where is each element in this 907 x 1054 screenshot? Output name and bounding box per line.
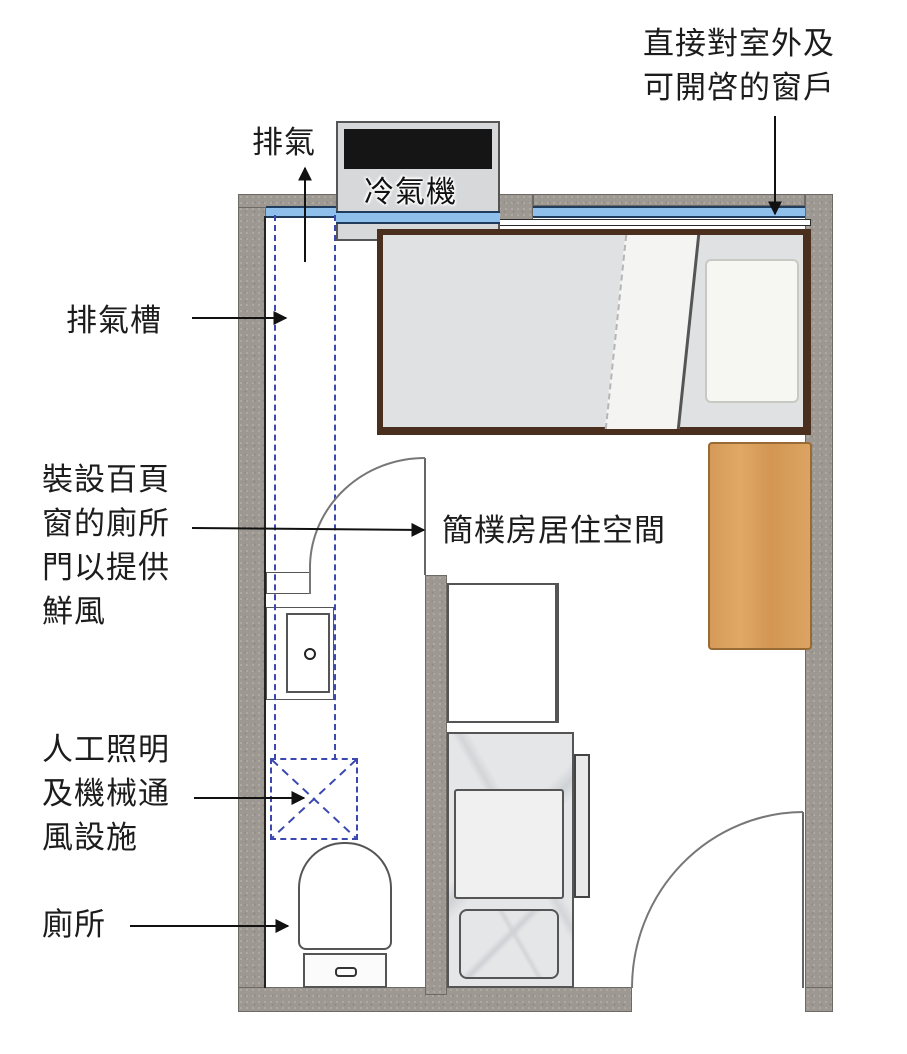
bottom-wall-left (238, 987, 632, 1012)
air-conditioner: 冷氣機 (336, 121, 500, 241)
window-label: 直接對室外及 可開啓的窗戶 (643, 26, 835, 106)
window-glass-right (533, 206, 805, 218)
ac-label: 冷氣機 (364, 175, 457, 210)
top-wall-right (533, 194, 805, 206)
exhaust-duct-label: 排氣槽 (66, 303, 162, 339)
flush-button-icon (335, 967, 357, 977)
bed-pillow (705, 259, 799, 403)
cooker-cabinet (447, 732, 590, 988)
cooker-vent-panel (454, 789, 564, 899)
exhaust-duct (274, 215, 336, 760)
cooker-lower-panel (459, 909, 559, 979)
living-space-label: 簡樸房居住空間 (442, 513, 666, 549)
toilet-label: 廁所 (42, 907, 106, 943)
toilet-bowl (298, 842, 392, 950)
window-glass-left (266, 206, 338, 218)
sink-counter (266, 607, 334, 700)
sink-drain-icon (304, 648, 316, 660)
toilet-partition-wall (425, 575, 447, 995)
top-wall-left (238, 194, 338, 208)
bed-frame (377, 229, 811, 435)
left-inner-edge (264, 216, 266, 988)
toilet-door-swing-arc (309, 457, 426, 594)
toilet-cistern (303, 953, 387, 988)
ac-display-panel (344, 129, 492, 169)
cooker-side-rail (574, 754, 590, 898)
ac-window-overlap (336, 211, 500, 224)
left-outer-wall (238, 194, 266, 1012)
kitchen-counter (447, 583, 559, 723)
louvered-door-label: 裝設百頁 窗的廁所 門以提供 鮮風 (42, 462, 170, 630)
vent-cross-line-2 (271, 759, 357, 839)
exhaust-label: 排氣 (252, 125, 316, 161)
louvered-door-arrow (191, 522, 426, 537)
lighting-ventilation-label: 人工照明 及機械通 風設施 (42, 732, 170, 856)
top-wall-pier (497, 194, 533, 222)
bottom-wall-right (805, 987, 833, 1012)
entry-door-swing-arc (631, 811, 804, 989)
desk (708, 442, 812, 650)
